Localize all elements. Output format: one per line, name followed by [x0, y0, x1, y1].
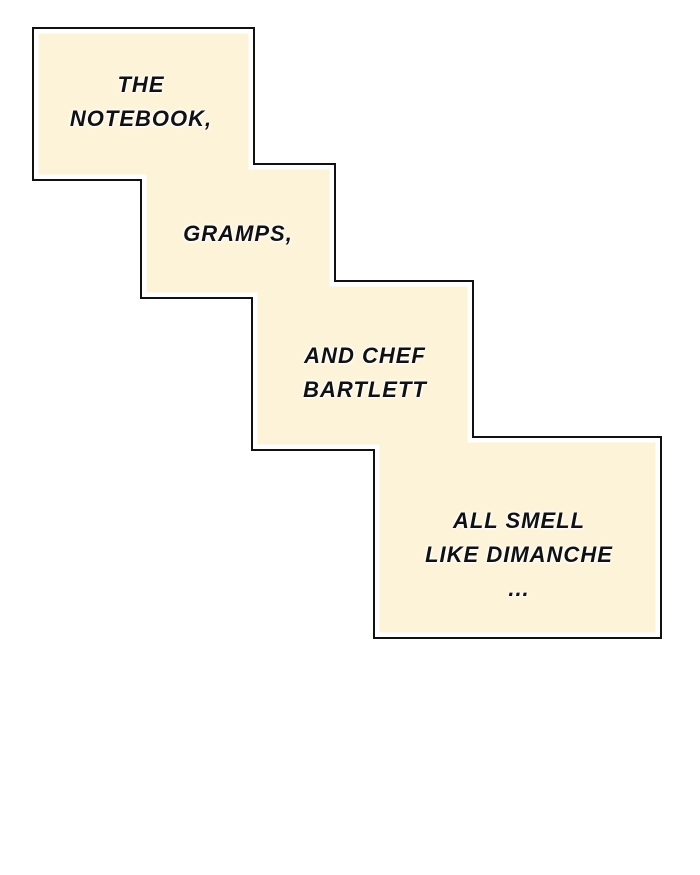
- caption-1-line-1: THE: [117, 72, 165, 97]
- caption-2: GRAMPS,: [183, 217, 293, 251]
- caption-4: ALL SMELL LIKE DIMANCHE ...: [425, 504, 613, 606]
- caption-4-line-2: LIKE DIMANCHE: [425, 542, 613, 567]
- caption-1: THE NOTEBOOK,: [70, 68, 212, 136]
- caption-3-line-1: AND CHEF: [304, 343, 426, 368]
- caption-4-line-1: ALL SMELL: [452, 508, 586, 533]
- caption-2-line-1: GRAMPS,: [183, 221, 293, 246]
- caption-1-line-2: NOTEBOOK,: [69, 106, 213, 131]
- caption-box-outline: [32, 27, 662, 639]
- caption-3-line-2: BARTLETT: [303, 377, 427, 402]
- caption-4-line-3: ...: [508, 576, 530, 601]
- caption-3: AND CHEF BARTLETT: [303, 339, 427, 407]
